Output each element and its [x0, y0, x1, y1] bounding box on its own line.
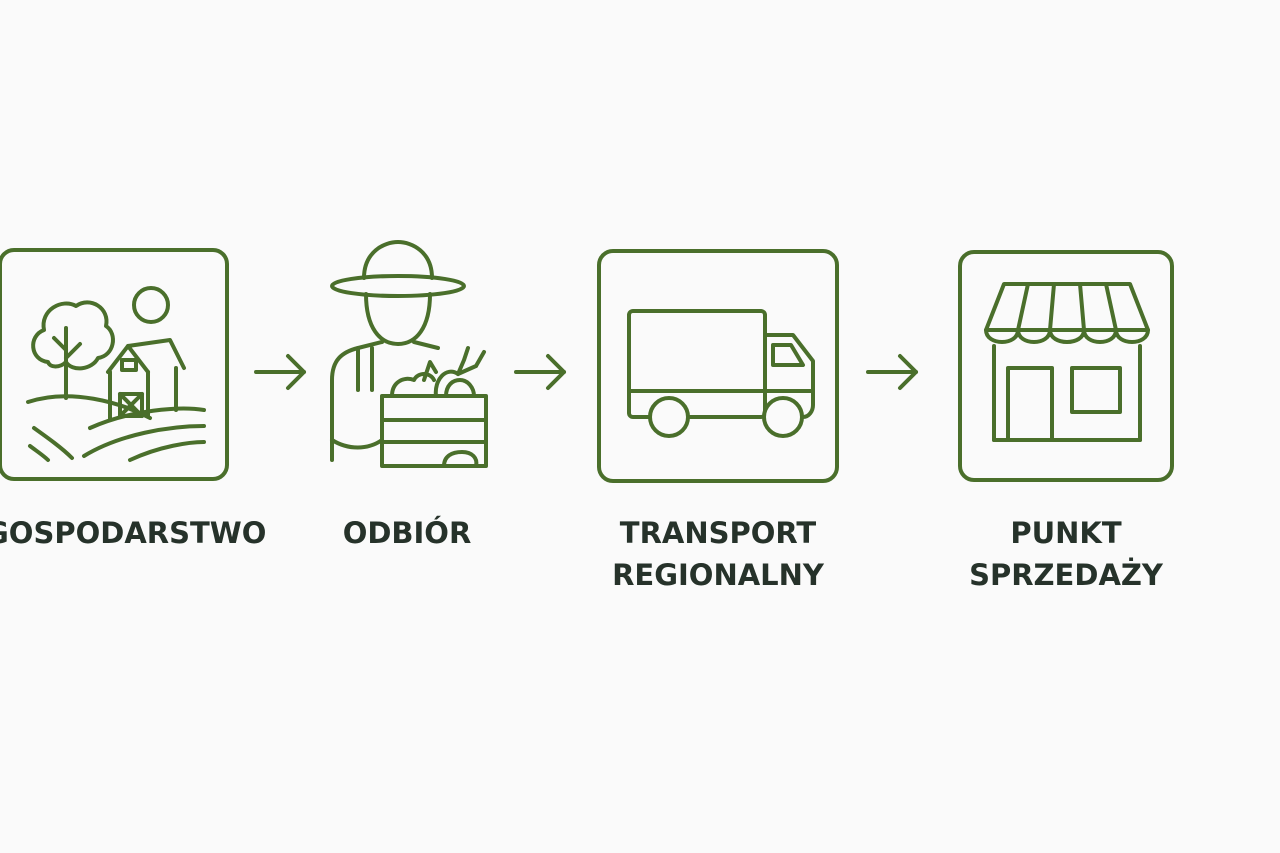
- step-label-pickup: ODBIÓR: [307, 512, 507, 554]
- shop-icon: [958, 250, 1174, 482]
- step-label-line: ODBIÓR: [342, 516, 472, 550]
- step-label-farm: GOSPODARSTWO: [0, 512, 267, 554]
- step-label-line: GOSPODARSTWO: [0, 516, 267, 550]
- farm-icon: [0, 248, 230, 482]
- step-label-line: PUNKT: [1010, 516, 1122, 550]
- arrow-right-icon: [866, 352, 922, 392]
- step-label-line: REGIONALNY: [612, 558, 824, 592]
- step-label-line: TRANSPORT: [619, 516, 817, 550]
- step-label-shop: PUNKT SPRZEDAŻY: [954, 512, 1178, 596]
- arrow-right-icon: [254, 352, 310, 392]
- truck-icon: [597, 249, 839, 483]
- farmer-with-crate-icon: [328, 240, 494, 476]
- step-label-transport: TRANSPORT REGIONALNY: [587, 512, 849, 596]
- arrow-right-icon: [514, 352, 570, 392]
- step-label-line: SPRZEDAŻY: [969, 558, 1163, 592]
